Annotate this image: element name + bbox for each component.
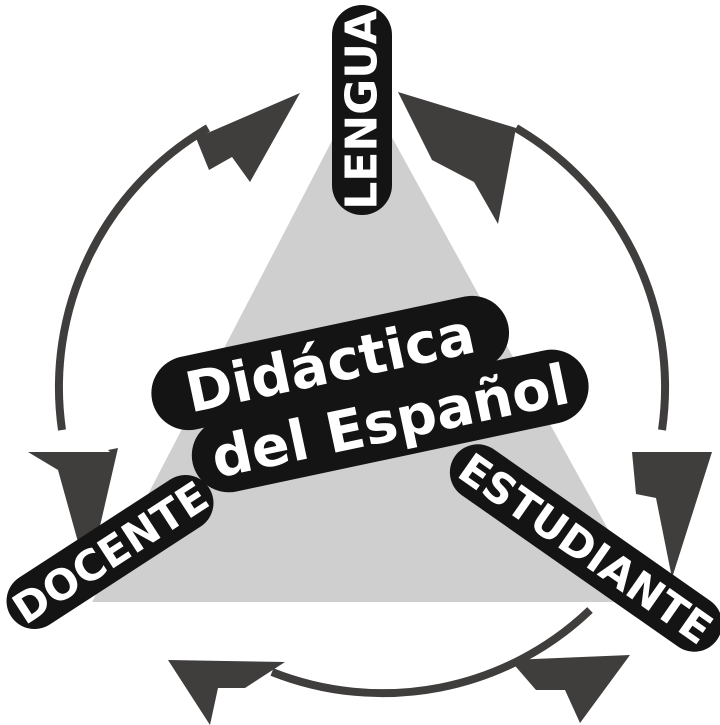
arrow-bottom-right — [510, 655, 630, 723]
arrow-bottom-left — [168, 607, 593, 725]
arrow-top-right — [398, 92, 516, 224]
vertex-lengua[interactable]: LENGUA — [332, 5, 392, 215]
arrow-right-down — [513, 124, 712, 578]
vertex-lengua-label: LENGUA — [337, 10, 388, 209]
arrow-left-up — [54, 93, 300, 431]
